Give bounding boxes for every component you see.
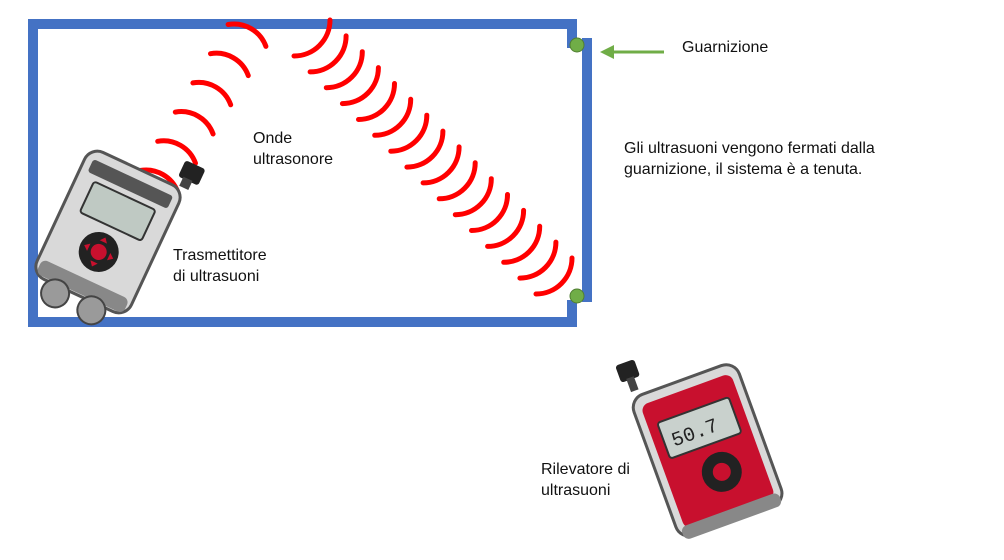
gasket-top-icon [569,37,585,53]
gasket-bottom-icon [569,288,585,304]
ultrasonic-wave-arc-icon [404,128,446,170]
transmitter-label-line2: di ultrasuoni [173,268,260,285]
detector-label-line2: ultrasuoni [541,482,611,499]
gasket-arrow-icon [600,45,664,59]
waves-label: Onde ultrasonore [253,128,333,170]
ultrasonic-wave-arc-icon [420,144,462,186]
ultrasonic-wave-arc-icon [225,21,269,49]
ultrasonic-wave-arc-icon [501,223,543,265]
transmitter-device-icon [34,149,205,326]
detector-label: Rilevatore di ultrasuoni [541,459,630,501]
detector-label-line1: Rilevatore di [541,461,630,478]
ultrasonic-wave-arc-icon [388,112,430,154]
gasket-label: Guarnizione [682,39,769,56]
explanation-text: Gli ultrasuoni vengono fermati dalla gua… [624,138,875,180]
ultrasonic-wave-arc-icon [172,109,216,137]
explanation-line2: guarnizione, il sistema è a tenuta. [624,161,863,178]
ultrasonic-wave-arc-icon [323,49,365,91]
ultrasonic-wave-arc-icon [372,96,414,138]
wave-group-right [291,17,575,297]
wave-group-left [137,21,269,195]
ultrasonic-wave-arc-icon [517,239,559,281]
ultrasonic-wave-arc-icon [339,65,381,107]
ultrasonic-wave-arc-icon [291,17,333,59]
ultrasonic-wave-arc-icon [190,79,234,108]
ultrasonic-wave-arc-icon [469,192,510,233]
transmitter-label-line1: Trasmettitore [173,247,267,264]
ultrasonic-wave-arc-icon [155,138,198,166]
ultrasonic-wave-arc-icon [436,160,478,202]
explanation-line1: Gli ultrasuoni vengono fermati dalla [624,140,875,157]
waves-label-line1: Onde [253,130,293,147]
ultrasonic-wave-arc-icon [485,207,527,249]
ultrasonic-wave-arc-icon [307,33,349,75]
transmitter-label: Trasmettitore di ultrasuoni [173,245,267,287]
waves-label-line2: ultrasonore [253,151,334,168]
ultrasonic-wave-arc-icon [452,176,494,218]
ultrasonic-wave-arc-icon [356,81,397,122]
detector-device-icon: 50.7 [615,359,784,539]
ultrasonic-wave-arc-icon [208,50,251,79]
container-door [582,38,592,302]
container-frame [28,19,577,327]
ultrasonic-wave-arc-icon [533,255,575,297]
